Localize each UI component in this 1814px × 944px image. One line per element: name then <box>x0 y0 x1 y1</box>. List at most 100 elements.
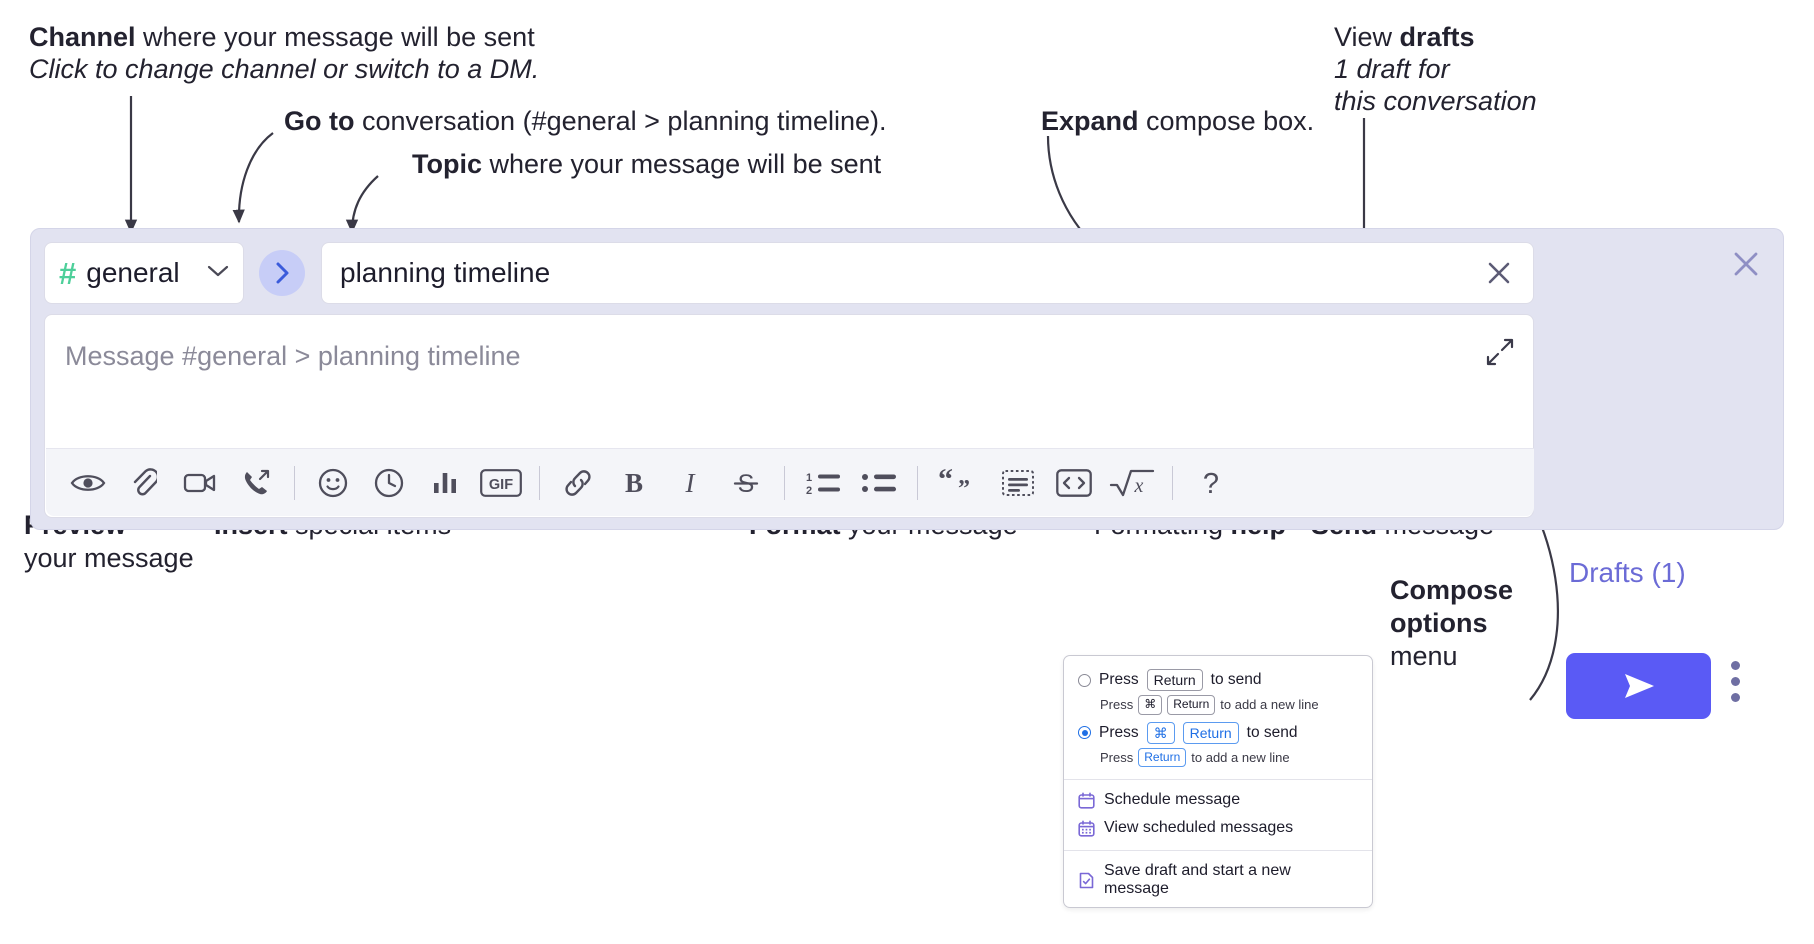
svg-text:B: B <box>625 468 643 498</box>
video-icon[interactable] <box>172 457 228 509</box>
hash-icon: # <box>59 255 77 291</box>
annotation-channel-rest: where your message will be sent <box>135 22 535 52</box>
drafts-link[interactable]: Drafts (1) <box>1569 557 1686 588</box>
annotation-compose-options-line2: options <box>1390 608 1487 640</box>
calendar-grid-icon <box>1078 820 1095 837</box>
toolbar-separator-2 <box>539 465 540 500</box>
compose-options-button[interactable] <box>1731 661 1740 702</box>
svg-text:”: ” <box>958 476 970 497</box>
sub2-pre: Press <box>1100 750 1134 766</box>
key-return-sub-2: Return <box>1138 747 1187 768</box>
blockquote-icon[interactable]: “” <box>928 457 990 509</box>
annotation-channel-bold: Channel <box>29 22 136 52</box>
link-icon[interactable] <box>550 457 606 509</box>
annotation-drafts-title: View drafts <box>1334 22 1475 54</box>
compose-main-column: # general planning timeline Message #gen… <box>44 242 1534 518</box>
clock-icon[interactable] <box>361 457 417 509</box>
math-icon[interactable]: x <box>1102 457 1162 509</box>
help-icon[interactable]: ? <box>1183 457 1239 509</box>
chevron-right-icon <box>276 262 288 284</box>
sub2-post: to add a new line <box>1191 750 1290 766</box>
send-option-return-pre: Press <box>1099 671 1139 689</box>
bold-icon[interactable]: B <box>606 457 662 509</box>
annotation-drafts-line1: 1 draft for <box>1334 54 1450 86</box>
toolbar-separator-1 <box>294 465 295 500</box>
annotation-drafts-italic2: this conversation <box>1334 86 1537 116</box>
gif-icon[interactable]: GIF <box>473 457 529 509</box>
attachment-icon[interactable] <box>116 457 172 509</box>
toolbar-separator-4 <box>917 465 918 500</box>
code-icon[interactable] <box>1046 457 1102 509</box>
annotation-compose-bold1: Compose <box>1390 575 1514 605</box>
close-compose-icon[interactable] <box>1729 247 1763 286</box>
annotation-drafts-line2: this conversation <box>1334 86 1537 118</box>
menu-item-view-scheduled-label: View scheduled messages <box>1104 819 1294 837</box>
message-placeholder: Message #general > planning timeline <box>65 341 521 371</box>
annotation-goto-rest: conversation (#general > planning timeli… <box>354 106 887 136</box>
annotation-compose-bold2: options <box>1390 608 1488 638</box>
message-input-area[interactable]: Message #general > planning timeline <box>44 314 1534 518</box>
goto-conversation-button[interactable] <box>259 250 305 296</box>
key-return: Return <box>1146 669 1203 692</box>
emoji-icon[interactable] <box>305 457 361 509</box>
send-icon <box>1624 674 1654 698</box>
channel-name-label: general <box>86 257 180 288</box>
topic-input[interactable]: planning timeline <box>321 242 1534 304</box>
sub-pre: Press <box>1100 697 1134 713</box>
radio-return[interactable] <box>1078 673 1091 687</box>
compose-options-menu: Press Return to send Press ⌘ Return to a… <box>1063 655 1373 909</box>
annotation-preview-rest: your message <box>24 543 194 573</box>
save-draft-icon <box>1079 872 1094 889</box>
annotation-drafts-bold: drafts <box>1399 22 1475 52</box>
send-option-cmd-sub: Press Return to add a new line <box>1064 747 1372 771</box>
close-icon[interactable] <box>1483 257 1515 289</box>
annotation-compose-options-line3: menu <box>1390 641 1458 673</box>
menu-divider-2 <box>1064 850 1372 852</box>
annotation-expand-rest: compose box. <box>1138 106 1315 136</box>
menu-item-schedule-message[interactable]: Schedule message <box>1064 786 1372 814</box>
radio-cmd-return[interactable] <box>1078 726 1091 740</box>
annotation-expand: Expand compose box. <box>1041 106 1314 138</box>
poll-icon[interactable] <box>417 457 473 509</box>
annotation-channel-sub: Click to change channel or switch to a D… <box>29 54 539 86</box>
annotation-topic-bold: Topic <box>412 149 482 179</box>
svg-text:2: 2 <box>806 485 812 497</box>
send-button[interactable] <box>1566 653 1711 719</box>
annotation-goto-bold: Go to <box>284 106 355 136</box>
annotation-compose-rest: menu <box>1390 641 1458 671</box>
annotation-goto: Go to conversation (#general > planning … <box>284 106 887 138</box>
annotation-expand-bold: Expand <box>1041 106 1139 136</box>
key-command: ⌘ <box>1138 695 1163 715</box>
calendar-icon <box>1078 792 1095 809</box>
expand-icon[interactable] <box>1485 337 1515 372</box>
sub-post: to add a new line <box>1220 697 1319 713</box>
topic-value: planning timeline <box>340 257 551 288</box>
preview-icon[interactable] <box>60 457 116 509</box>
send-option-cmd-post: to send <box>1246 723 1298 741</box>
menu-item-save-draft-label: Save draft and start a new message <box>1104 862 1291 898</box>
menu-item-view-scheduled[interactable]: View scheduled messages <box>1064 814 1372 842</box>
italic-icon[interactable]: I <box>662 457 718 509</box>
key-command-2: ⌘ <box>1146 721 1175 744</box>
svg-text:“: “ <box>938 469 953 496</box>
send-option-return-post: to send <box>1210 671 1262 689</box>
bullet-list-icon[interactable] <box>851 457 907 509</box>
send-option-cmd-return[interactable]: Press ⌘ Return to send <box>1064 719 1372 747</box>
chevron-down-icon <box>207 264 229 283</box>
annotation-drafts-italic1: 1 draft for <box>1334 54 1450 84</box>
svg-text:I: I <box>685 468 697 498</box>
audio-icon[interactable] <box>228 457 284 509</box>
toolbar-separator-5 <box>1172 465 1173 500</box>
menu-item-schedule-label: Schedule message <box>1104 791 1241 809</box>
annotation-preview-line2: your message <box>24 543 194 575</box>
menu-item-save-draft[interactable]: Save draft and start a new message <box>1064 857 1372 907</box>
codeblock-icon[interactable] <box>990 457 1046 509</box>
channel-picker-button[interactable]: # general <box>44 242 244 304</box>
strikethrough-icon[interactable]: S <box>718 457 774 509</box>
annotation-topic-rest: where your message will be sent <box>482 149 882 179</box>
send-option-return[interactable]: Press Return to send <box>1064 666 1372 694</box>
key-return-sub: Return <box>1167 695 1216 715</box>
svg-text:1: 1 <box>806 472 812 484</box>
